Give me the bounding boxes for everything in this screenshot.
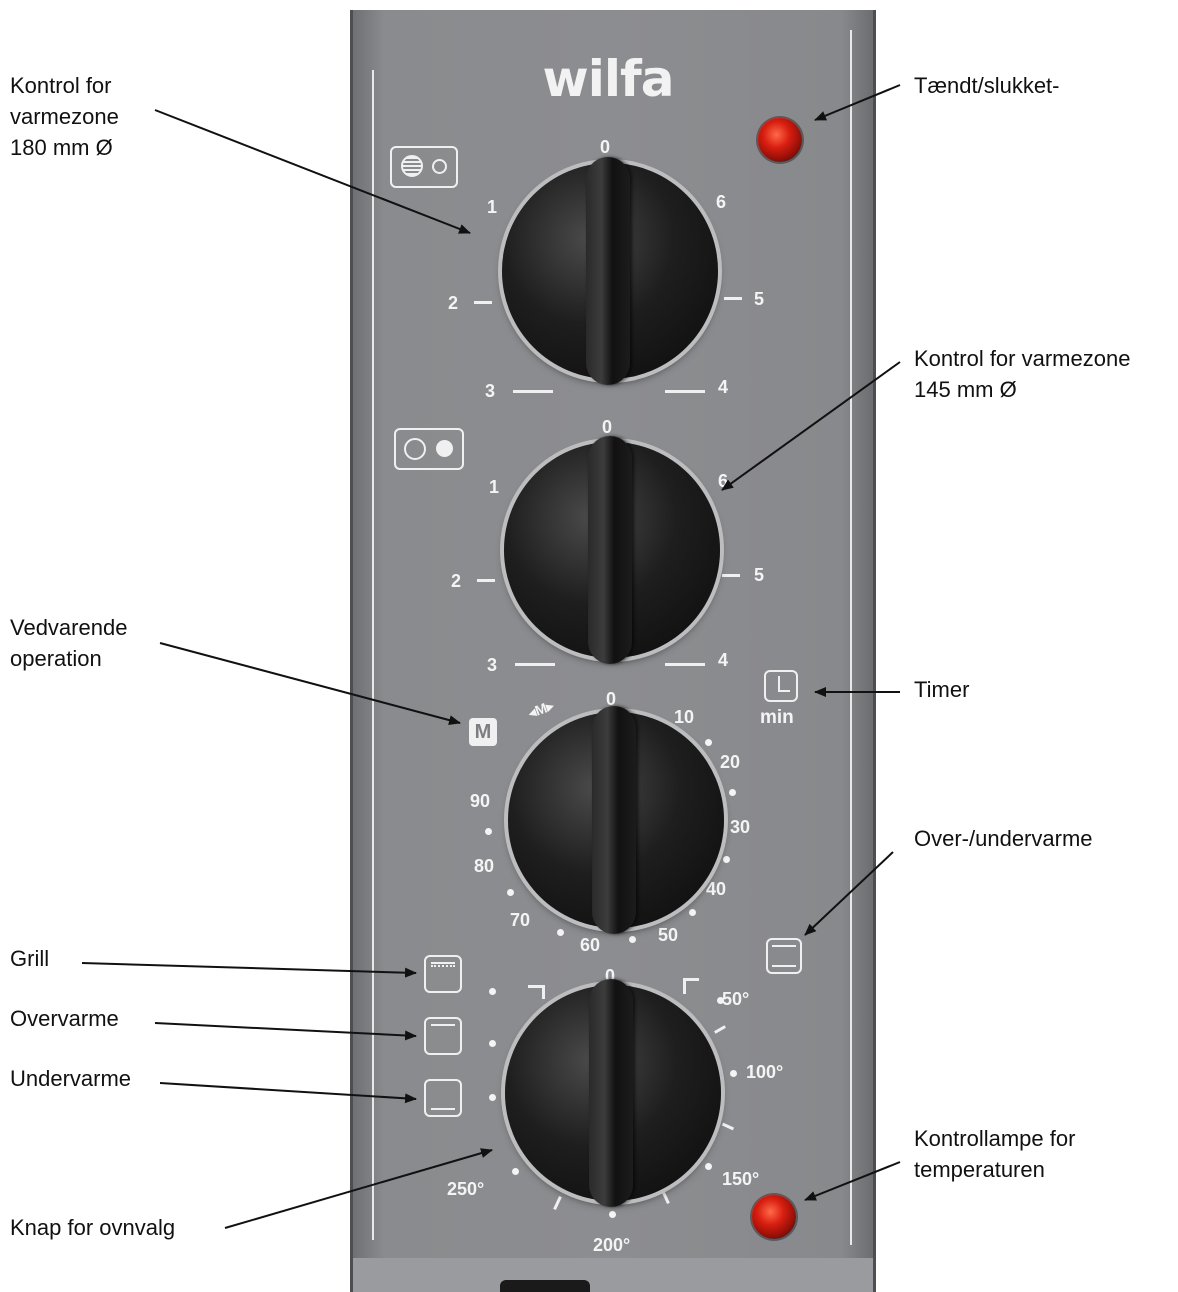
zone2-mark-1: 1 [489,477,500,497]
arrow-temp-lamp [804,1161,901,1201]
arrow-grill [81,962,417,978]
zone1-mark-5: 5 [754,289,765,309]
timer-dot [629,936,636,943]
zone1-mark-1: 1 [487,197,498,217]
timer-dot [723,856,730,863]
temp-mark-150: 150° [722,1169,760,1189]
label-bottom-heat: Undervarme [10,1066,132,1091]
zone2-tick-4 [665,663,705,666]
temp-mark-100: 100° [746,1062,784,1082]
hob-large-zone-icon [390,146,458,188]
temp-mark-200: 200° [593,1235,631,1255]
arrow-selector [224,1148,493,1229]
zone1-mark-4: 4 [718,377,729,397]
timer-mark-50: 50 [658,925,679,945]
clock-icon [764,670,798,702]
selector-tick [683,978,686,994]
arrow-zone-145 [721,361,901,491]
zone1-mark-6: 6 [716,192,727,212]
timer-mark-90: 90 [470,791,491,811]
zone1-mark-2: 2 [448,293,459,313]
timer-unit: min [760,707,794,728]
brand-logo: wilfa [542,50,675,108]
zone2-tick-5 [722,574,740,577]
label-zone-180: Kontrol for varmezone 180 mm Ø [10,73,119,160]
power-indicator-lamp [758,118,802,162]
label-continuous-operation: Vedvarende operation [10,615,128,671]
label-temperature-lamp: Kontrollampe for temperaturen [914,1126,1076,1182]
label-zone-145: Kontrol for varmezone 145 mm Ø [914,346,1131,402]
timer-dot [689,909,696,916]
selector-dot [717,997,724,1004]
arrow-power [814,84,901,121]
zone2-mark-5: 5 [754,565,765,585]
zone1-tick-2 [474,301,492,304]
label-top-bottom-heat: Over-/undervarme [914,826,1093,851]
timer-mark-70: 70 [510,910,531,930]
zone2-mark-3: 3 [487,655,498,675]
timer-mark-60: 60 [580,935,601,955]
zone2-mark-0: 0 [602,417,613,437]
bottom-heat-icon [424,1079,462,1117]
zone1-tick-4 [665,390,705,393]
zone1-mark-3: 3 [485,381,496,401]
timer-mark-30: 30 [730,817,751,837]
manual-mode-icon: M [469,718,497,746]
selector-dot [730,1070,737,1077]
zone2-mark-4: 4 [718,650,729,670]
panel-slot [500,1280,590,1292]
zone1-mark-0: 0 [600,137,611,157]
panel-left-trim [372,70,374,1240]
selector-dot [489,988,496,995]
arrow-continuous [159,642,461,725]
selector-dot [609,1211,616,1218]
arrow-top-bottom-heat [804,851,894,936]
timer-knob[interactable] [508,706,724,934]
zone-145-control-knob[interactable] [504,436,720,664]
selector-tick [528,985,544,988]
zone1-tick-5 [724,297,742,300]
panel-right-trim [850,30,852,1245]
temperature-indicator-lamp [752,1195,796,1239]
selector-dot [489,1094,496,1101]
temp-mark-50: 50° [722,989,750,1009]
grill-icon [424,955,462,993]
zone2-mark-2: 2 [451,571,462,591]
selector-dot [705,1163,712,1170]
top-heat-icon [424,1017,462,1055]
label-top-heat: Overvarme [10,1006,119,1031]
temp-mark-250: 250° [447,1179,485,1199]
timer-mark-20: 20 [720,752,741,772]
selector-dot [512,1168,519,1175]
selector-tick [683,978,699,981]
arrow-zone-180 [154,109,471,234]
selector-tick [542,985,545,999]
oven-selector-knob[interactable] [505,979,721,1207]
selector-dot [489,1040,496,1047]
timer-mark-0: 0 [606,689,617,709]
zone1-tick-3 [513,390,553,393]
zone2-tick-3 [515,663,555,666]
timer-mark-40: 40 [706,879,727,899]
label-oven-selector: Knap for ovnvalg [10,1215,176,1240]
timer-dot [729,789,736,796]
zone-180-control-knob[interactable] [502,157,718,385]
timer-dot [507,889,514,896]
timer-dot [557,929,564,936]
label-grill: Grill [10,946,50,971]
top-bottom-heat-icon [766,938,802,974]
label-timer: Timer [914,677,970,702]
arrow-bottom-heat [159,1082,417,1104]
zone2-tick-2 [477,579,495,582]
panel-base [350,1258,876,1292]
arrow-top-heat [154,1022,417,1041]
label-power: Tændt/slukket- [914,73,1060,98]
timer-mark-10: 10 [674,707,695,727]
timer-mark-80: 80 [474,856,495,876]
temp-mark-0: 0 [605,966,616,986]
timer-dot [485,828,492,835]
hob-small-zone-icon [394,428,464,470]
timer-dot [705,739,712,746]
